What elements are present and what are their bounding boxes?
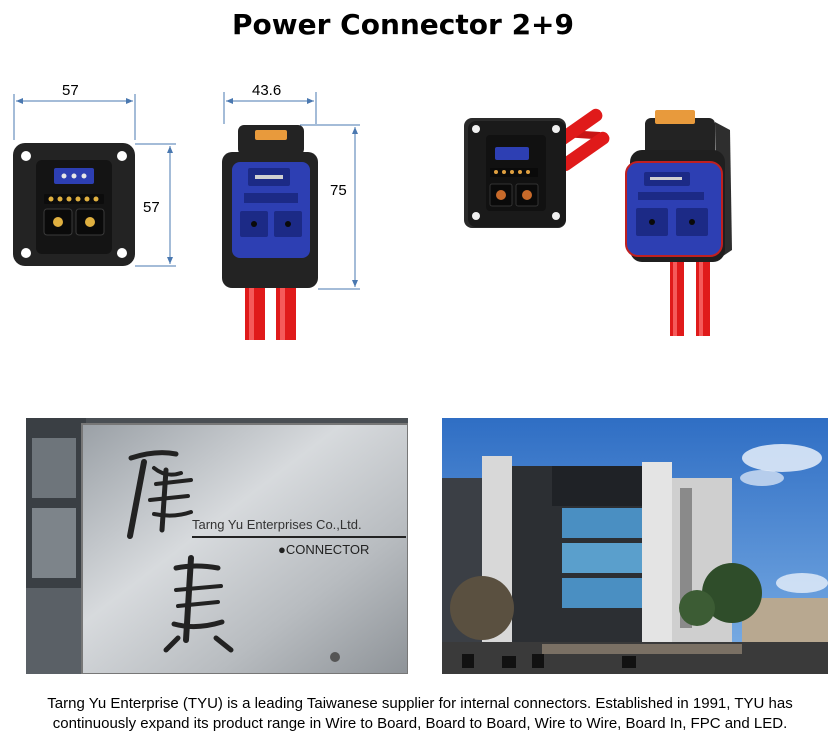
plug-render	[625, 110, 732, 336]
plug-body	[222, 125, 318, 288]
front-height-dimension	[135, 143, 176, 267]
red-cables	[245, 280, 296, 340]
side-height-label: 75	[330, 182, 347, 199]
company-description: Tarng Yu Enterprise (TYU) is a leading T…	[0, 694, 840, 734]
company-sign-photo: Tarng Yu Enterprises Co.,Ltd. ●CONNECTOR	[26, 418, 408, 674]
sign-connector-label: ●CONNECTOR	[278, 542, 369, 557]
side-width-label: 43.6	[252, 82, 282, 99]
side-width-dimension	[223, 92, 317, 124]
front-connector	[13, 143, 135, 266]
caption-line-1: Tarng Yu Enterprise (TYU) is a leading T…	[47, 695, 793, 712]
front-width-dimension	[13, 94, 136, 140]
panel-connector-render	[464, 108, 610, 228]
product-3d-render	[464, 108, 732, 336]
page-title: Power Connector 2+9	[231, 8, 574, 41]
calligraphy	[127, 450, 234, 653]
front-view-diagram	[13, 94, 176, 267]
front-width-label: 57	[62, 82, 79, 99]
side-height-dimension	[300, 124, 360, 290]
side-view-diagram	[222, 92, 360, 340]
front-height-label: 57	[143, 199, 160, 216]
caption-line-2: continuously expand its product range in…	[52, 715, 788, 732]
sign-company-name: Tarng Yu Enterprises Co.,Ltd.	[192, 517, 362, 532]
company-building-photo	[442, 418, 828, 674]
